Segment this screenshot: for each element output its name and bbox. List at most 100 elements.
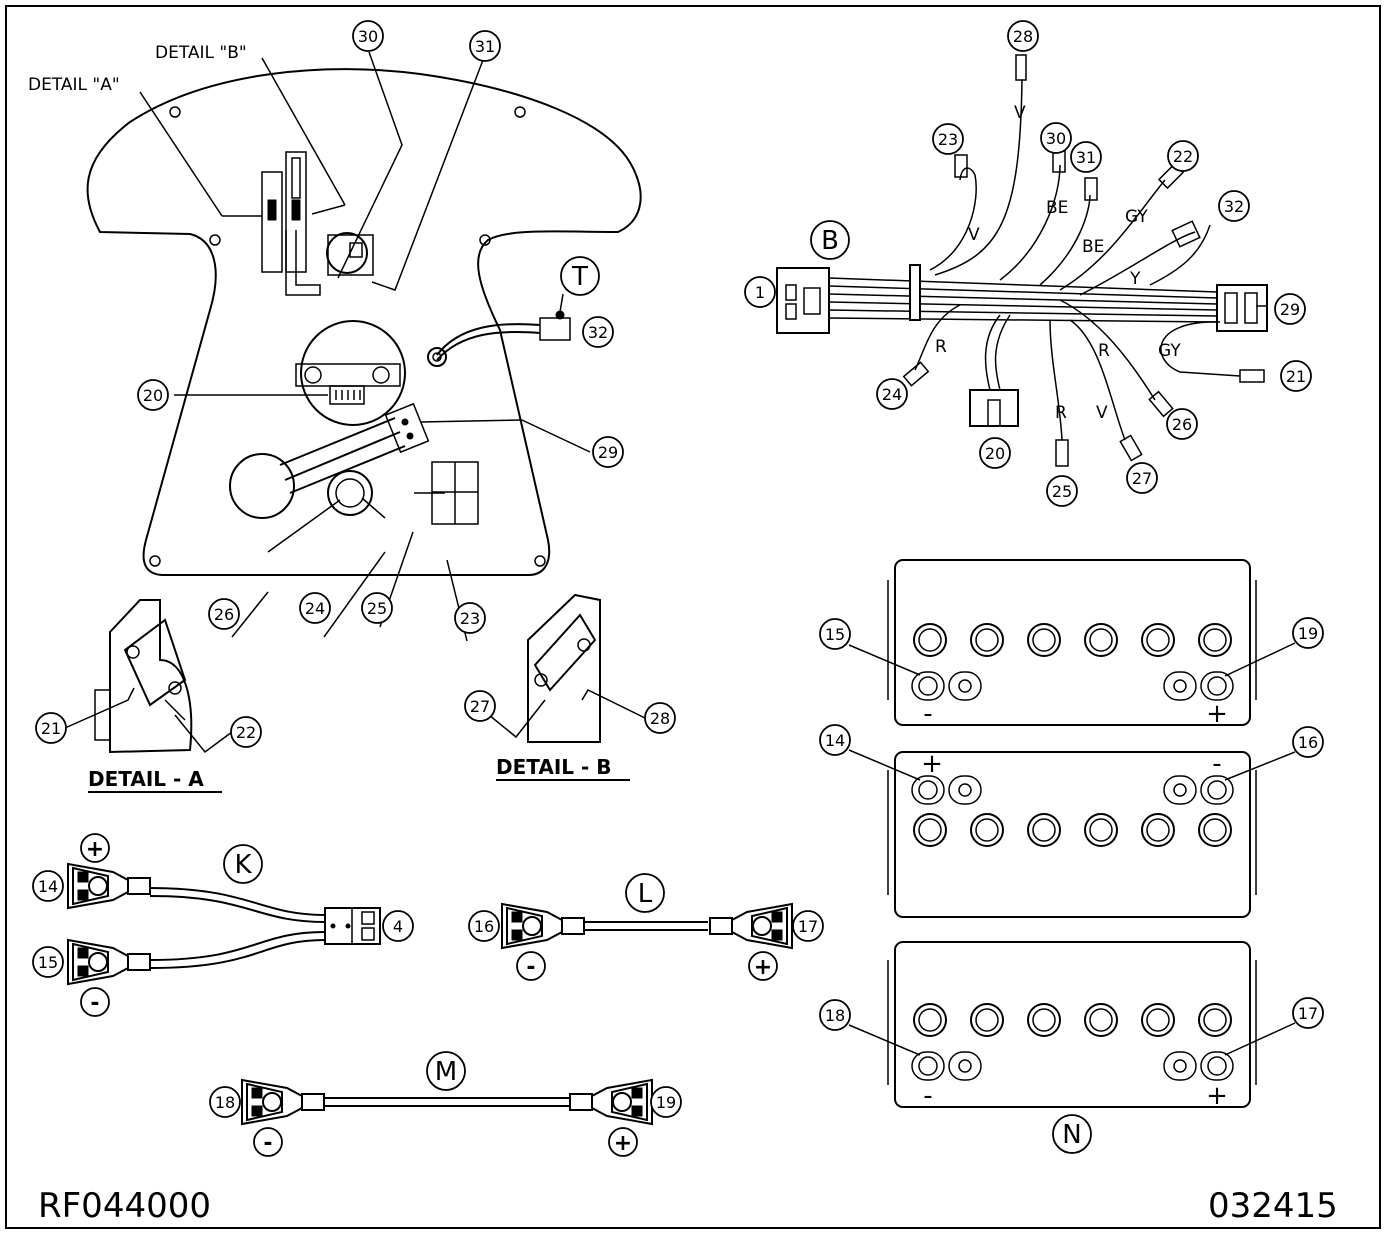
harness-b bbox=[776, 54, 1268, 467]
cell-cap-icon bbox=[1141, 623, 1175, 657]
battery-cell-caps: -++--+ bbox=[911, 623, 1234, 1111]
svg-text:25: 25 bbox=[367, 599, 387, 618]
callout-c31: 31 bbox=[1070, 141, 1102, 173]
switch-body-a bbox=[261, 171, 283, 273]
svg-text:17: 17 bbox=[1298, 1004, 1318, 1023]
battery-post-icon bbox=[911, 671, 945, 701]
battery-post-icon bbox=[1163, 671, 1197, 701]
callout-c29: 29 bbox=[592, 436, 624, 468]
svg-text:N: N bbox=[1062, 1120, 1081, 1150]
svg-text:29: 29 bbox=[1280, 300, 1300, 319]
battery-minus-mark: - bbox=[923, 699, 932, 729]
battery-leaders bbox=[848, 642, 1296, 1056]
svg-text:30: 30 bbox=[358, 27, 378, 46]
cell-cap-icon bbox=[1198, 813, 1232, 847]
cell-cap-icon bbox=[970, 1003, 1004, 1037]
svg-text:32: 32 bbox=[1224, 197, 1244, 216]
svg-text:15: 15 bbox=[38, 953, 58, 972]
wire-color-v-3: V bbox=[1096, 403, 1108, 423]
callout-c23: 23 bbox=[454, 602, 486, 634]
svg-text:23: 23 bbox=[938, 130, 958, 149]
wire-color-gy-1: GY bbox=[1125, 207, 1148, 227]
battery-post-icon bbox=[1200, 671, 1234, 701]
cable-k bbox=[149, 887, 381, 969]
svg-text:B: B bbox=[821, 226, 839, 256]
callout-c15: 15 bbox=[819, 618, 851, 650]
svg-text:25: 25 bbox=[1052, 482, 1072, 501]
callout-c21: 21 bbox=[35, 712, 67, 744]
callout-c19: 19 bbox=[1292, 617, 1324, 649]
cell-cap-icon bbox=[1084, 813, 1118, 847]
wire-color-r-2: R bbox=[1098, 341, 1110, 361]
plus-sign-icon: + bbox=[80, 833, 110, 863]
cell-cap-icon bbox=[913, 1003, 947, 1037]
battery-plus-mark: + bbox=[1206, 1081, 1228, 1111]
callout-c28: 28 bbox=[1007, 20, 1039, 52]
callout-c16: 16 bbox=[468, 910, 500, 942]
svg-text:29: 29 bbox=[598, 443, 618, 462]
cell-cap-icon bbox=[970, 623, 1004, 657]
letter-callout-M: M bbox=[426, 1051, 466, 1091]
svg-text:19: 19 bbox=[656, 1093, 676, 1112]
callout-c26: 26 bbox=[1166, 408, 1198, 440]
panel-leaders bbox=[139, 51, 591, 642]
battery-post-icon bbox=[948, 671, 982, 701]
battery-middle bbox=[887, 751, 1257, 918]
svg-text:20: 20 bbox=[143, 386, 163, 405]
battery-post-icon bbox=[911, 1051, 945, 1081]
detail-a-title: DETAIL - A bbox=[88, 767, 204, 791]
svg-text:+: + bbox=[86, 837, 104, 862]
svg-text:18: 18 bbox=[825, 1006, 845, 1025]
svg-text:24: 24 bbox=[882, 385, 902, 404]
callout-c24: 24 bbox=[876, 378, 908, 410]
svg-text:16: 16 bbox=[1298, 733, 1318, 752]
plus-sign-icon: + bbox=[608, 1127, 638, 1157]
svg-text:30: 30 bbox=[1046, 129, 1066, 148]
callout-c25: 25 bbox=[1046, 475, 1078, 507]
knob bbox=[229, 453, 295, 519]
svg-text:14: 14 bbox=[825, 731, 845, 750]
svg-text:-: - bbox=[263, 1131, 272, 1156]
svg-text:22: 22 bbox=[236, 723, 256, 742]
detail-a-pointer-label: DETAIL "A" bbox=[28, 75, 120, 95]
callout-c21: 21 bbox=[1280, 360, 1312, 392]
svg-text:4: 4 bbox=[393, 917, 403, 936]
svg-text:32: 32 bbox=[588, 323, 608, 342]
cell-cap-icon bbox=[1084, 623, 1118, 657]
svg-text:+: + bbox=[614, 1131, 632, 1156]
svg-text:22: 22 bbox=[1173, 147, 1193, 166]
svg-text:14: 14 bbox=[38, 877, 58, 896]
detail-b-title: DETAIL - B bbox=[496, 755, 612, 779]
battery-minus-mark: - bbox=[1212, 749, 1221, 779]
cell-cap-icon bbox=[1141, 813, 1175, 847]
cell-cap-icon bbox=[970, 813, 1004, 847]
callout-c19: 19 bbox=[650, 1086, 682, 1118]
minus-sign-icon: - bbox=[516, 951, 546, 981]
cell-cap-icon bbox=[1027, 623, 1061, 657]
ring-terminal-icon bbox=[67, 862, 151, 910]
wire-color-r-3: R bbox=[1055, 403, 1067, 423]
cell-cap-icon bbox=[1198, 1003, 1232, 1037]
svg-text:19: 19 bbox=[1298, 624, 1318, 643]
ring-terminal-icon bbox=[569, 1078, 653, 1126]
svg-text:18: 18 bbox=[215, 1093, 235, 1112]
svg-text:20: 20 bbox=[985, 444, 1005, 463]
callout-c29: 29 bbox=[1274, 293, 1306, 325]
letter-callout-T: T bbox=[560, 256, 600, 296]
callout-c14: 14 bbox=[819, 724, 851, 756]
letter-callout-B: B bbox=[810, 220, 850, 260]
callout-c15: 15 bbox=[32, 946, 64, 978]
battery-post-icon bbox=[1200, 1051, 1234, 1081]
cable-m bbox=[325, 1097, 570, 1107]
callout-c20: 20 bbox=[979, 437, 1011, 469]
battery-post-icon bbox=[948, 775, 982, 805]
svg-text:26: 26 bbox=[1172, 415, 1192, 434]
letter-callout-N: N bbox=[1052, 1114, 1092, 1154]
callout-c32: 32 bbox=[582, 316, 614, 348]
cell-cap-icon bbox=[1084, 1003, 1118, 1037]
cable-terminals bbox=[67, 862, 793, 1126]
cell-cap-icon bbox=[913, 623, 947, 657]
letter-callout-K: K bbox=[223, 844, 263, 884]
